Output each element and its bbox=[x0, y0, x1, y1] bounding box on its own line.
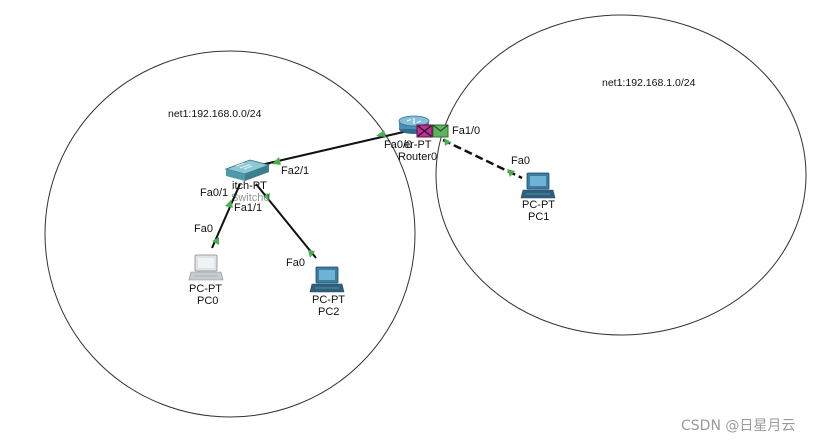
link-up-marker bbox=[212, 237, 219, 245]
link-up-marker bbox=[444, 138, 451, 146]
switch-model-label: itch-PT bbox=[232, 180, 267, 192]
link-up-marker bbox=[376, 130, 386, 137]
router-pdu-envelope-icon[interactable] bbox=[432, 124, 449, 138]
port-label-pc2-fa0: Fa0 bbox=[286, 257, 305, 269]
pc2-name-label: PC2 bbox=[318, 306, 339, 318]
port-label-router-fa00: Fa0/0 bbox=[384, 139, 412, 151]
network-label-left: net1:192.168.0.0/24 bbox=[168, 108, 262, 120]
port-label-router-fa10: Fa1/0 bbox=[452, 125, 480, 137]
pc0-name-label: PC0 bbox=[197, 295, 218, 307]
port-label-switch-fa11: Fa1/1 bbox=[234, 202, 262, 214]
pc1-model-label: PC-PT bbox=[522, 199, 555, 211]
watermark-text: CSDN @日星月云 bbox=[681, 418, 795, 434]
link-switch-pc0[interactable] bbox=[211, 183, 241, 249]
link-up-marker bbox=[308, 250, 315, 258]
network-area-right bbox=[435, 14, 807, 336]
port-label-switch-fa01: Fa0/1 bbox=[200, 187, 228, 199]
pc-icon[interactable] bbox=[309, 266, 345, 293]
pc0-model-label: PC-PT bbox=[189, 283, 222, 295]
port-label-switch-fa21: Fa2/1 bbox=[281, 165, 309, 177]
port-label-pc0-fa0: Fa0 bbox=[194, 223, 213, 235]
network-label-right: net1:192.168.1.0/24 bbox=[602, 77, 696, 89]
port-label-pc1-fa0: Fa0 bbox=[511, 155, 530, 167]
pc1-name-label: PC1 bbox=[528, 211, 549, 223]
switch-name-label: Switch0 bbox=[231, 192, 270, 204]
router-name-label: Router0 bbox=[398, 151, 437, 163]
router-pdu-failed-icon[interactable] bbox=[416, 124, 433, 138]
router-model-label: er-PT bbox=[404, 139, 432, 151]
link-up-marker bbox=[507, 169, 515, 177]
switch-icon[interactable] bbox=[224, 159, 271, 181]
pc2-model-label: PC-PT bbox=[312, 294, 345, 306]
link-up-marker bbox=[272, 157, 281, 165]
network-area-left bbox=[44, 50, 416, 418]
link-up-marker bbox=[225, 200, 233, 208]
link-up-marker bbox=[263, 193, 270, 201]
pc-icon[interactable] bbox=[520, 172, 556, 199]
pc-icon[interactable] bbox=[188, 254, 224, 281]
